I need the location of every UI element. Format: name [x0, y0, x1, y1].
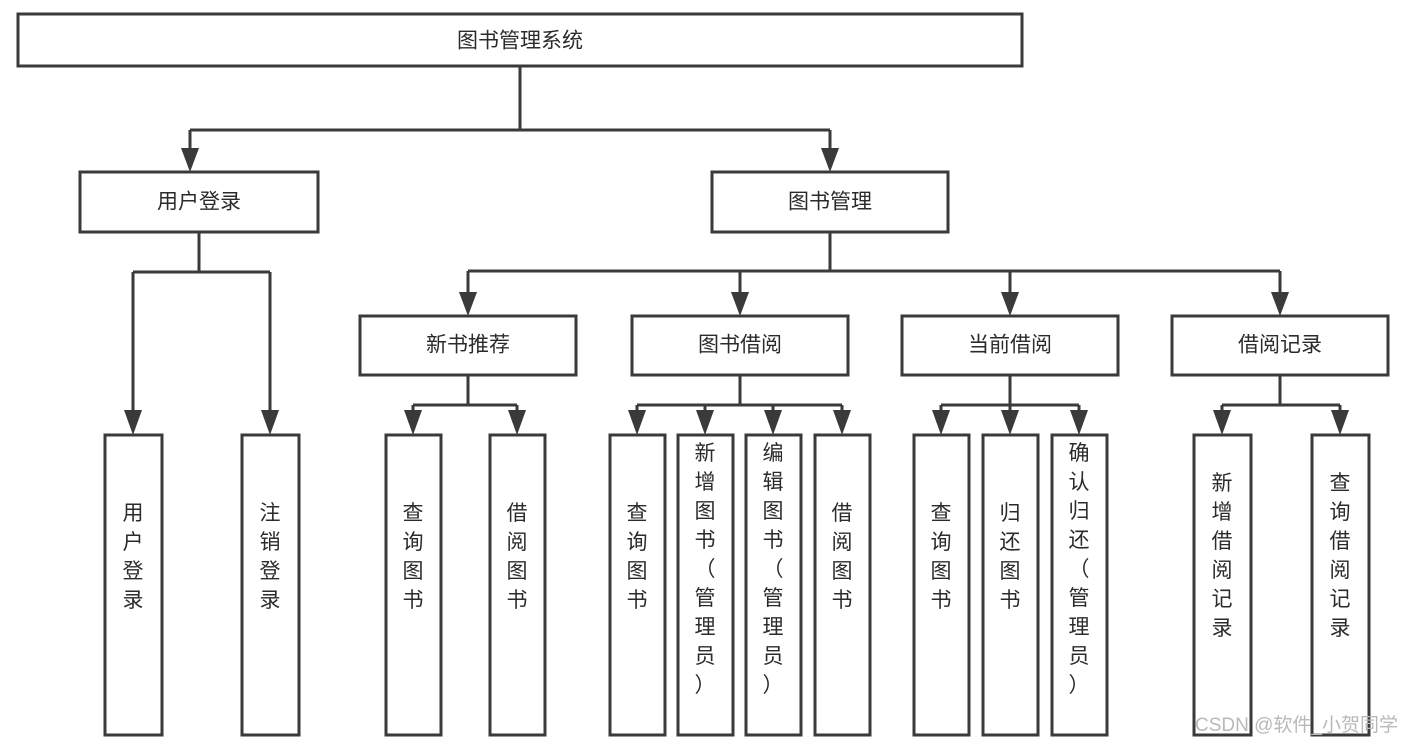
arrow-head-leaf-query-borrow-record [1331, 410, 1349, 435]
connector-group-book-borrow [628, 375, 851, 435]
node-leaf-borrow-book-1-label: 借阅图书 [507, 502, 528, 612]
connector-group-root [181, 66, 839, 172]
arrow-head-book-borrow [731, 292, 749, 316]
node-leaf-return-book-box[interactable] [981, 433, 1040, 737]
arrow-head-leaf-edit-book [764, 410, 782, 435]
node-leaf-logout[interactable]: 注销登录 [240, 433, 301, 737]
arrow-head-leaf-return-book [1001, 410, 1019, 435]
node-book-borrow-label: 图书借阅 [698, 334, 782, 357]
node-leaf-user-login-box[interactable] [103, 433, 164, 737]
node-new-book-recommend-box[interactable] [358, 314, 578, 377]
connector-group-new-book-recommend [404, 375, 526, 435]
node-leaf-add-book[interactable]: 新增图书（管理员） [676, 433, 735, 737]
node-book-borrow-box[interactable] [630, 314, 850, 377]
node-leaf-return-book-label: 归还图书 [1000, 502, 1021, 612]
node-current-borrow-box[interactable] [900, 314, 1120, 377]
node-root-box[interactable] [16, 12, 1024, 68]
node-leaf-add-book-box[interactable] [676, 433, 735, 737]
node-leaf-query-borrow-record[interactable]: 查询借阅记录 [1310, 433, 1371, 737]
node-new-book-recommend[interactable]: 新书推荐 [358, 314, 578, 377]
node-leaf-user-login[interactable]: 用户登录 [103, 433, 164, 737]
node-leaf-user-login-label: 用户登录 [123, 502, 144, 612]
node-leaf-query-book-3-label: 查询图书 [931, 502, 952, 612]
arrow-head-leaf-query-book-3 [932, 410, 950, 435]
arrow-head-current-borrow [1001, 292, 1019, 316]
arrow-head-user-login [181, 148, 199, 172]
node-leaf-confirm-return-label: 确认归还（管理员） [1069, 442, 1090, 697]
node-leaf-borrow-book-2[interactable]: 借阅图书 [813, 433, 872, 737]
connector-group-book-manage [459, 232, 1289, 316]
node-leaf-borrow-book-2-box[interactable] [813, 433, 872, 737]
connector-group-user-login [124, 232, 279, 435]
node-leaf-add-borrow-record[interactable]: 新增借阅记录 [1192, 433, 1253, 737]
node-leaf-query-book-3-box[interactable] [912, 433, 971, 737]
node-new-book-recommend-label: 新书推荐 [426, 334, 510, 357]
node-borrow-record-box[interactable] [1170, 314, 1390, 377]
node-current-borrow[interactable]: 当前借阅 [900, 314, 1120, 377]
arrow-head-leaf-borrow-book-2 [833, 410, 851, 435]
node-user-login-label: 用户登录 [157, 191, 241, 214]
node-root[interactable]: 图书管理系统 [16, 12, 1024, 68]
arrow-head-leaf-confirm-return [1070, 410, 1088, 435]
node-leaf-borrow-book-1[interactable]: 借阅图书 [488, 433, 547, 737]
node-leaf-edit-book[interactable]: 编辑图书（管理员） [744, 433, 803, 737]
node-user-login[interactable]: 用户登录 [78, 170, 320, 234]
node-leaf-query-book-1-box[interactable] [384, 433, 443, 737]
node-leaf-query-book-1[interactable]: 查询图书 [384, 433, 443, 737]
node-leaf-query-book-2[interactable]: 查询图书 [608, 433, 667, 737]
node-root-label: 图书管理系统 [457, 30, 583, 53]
node-current-borrow-label: 当前借阅 [968, 334, 1052, 357]
node-leaf-add-book-label: 新增图书（管理员） [695, 442, 716, 697]
node-book-manage-label: 图书管理 [788, 191, 872, 214]
node-leaf-add-borrow-record-label: 新增借阅记录 [1212, 472, 1233, 640]
node-book-manage[interactable]: 图书管理 [710, 170, 950, 234]
node-book-manage-box[interactable] [710, 170, 950, 234]
arrow-head-leaf-borrow-book-1 [508, 410, 526, 435]
arrow-head-leaf-query-book-1 [404, 410, 422, 435]
node-leaf-return-book[interactable]: 归还图书 [981, 433, 1040, 737]
arrow-head-leaf-add-book [696, 410, 714, 435]
arrow-head-leaf-add-borrow-record [1213, 410, 1231, 435]
connector-group-current-borrow [932, 375, 1088, 435]
node-leaf-logout-label: 注销登录 [260, 502, 281, 612]
arrow-head-leaf-logout [261, 410, 279, 435]
node-leaf-confirm-return[interactable]: 确认归还（管理员） [1050, 433, 1109, 737]
arrow-head-new-book-recommend [459, 292, 477, 316]
connector-group-borrow-record [1213, 375, 1349, 435]
node-leaf-edit-book-box[interactable] [744, 433, 803, 737]
node-borrow-record[interactable]: 借阅记录 [1170, 314, 1390, 377]
node-leaf-borrow-book-2-label: 借阅图书 [832, 502, 853, 612]
node-leaf-query-borrow-record-label: 查询借阅记录 [1330, 472, 1351, 640]
csdn-watermark: CSDN @软件_小贺同学 [1195, 714, 1398, 736]
node-leaf-query-book-3[interactable]: 查询图书 [912, 433, 971, 737]
node-leaf-borrow-book-1-box[interactable] [488, 433, 547, 737]
node-leaf-edit-book-label: 编辑图书（管理员） [763, 442, 784, 697]
arrow-head-book-manage [821, 148, 839, 172]
node-book-borrow[interactable]: 图书借阅 [630, 314, 850, 377]
node-leaf-query-book-1-label: 查询图书 [403, 502, 424, 612]
arrow-head-borrow-record [1271, 292, 1289, 316]
node-borrow-record-label: 借阅记录 [1238, 334, 1322, 357]
node-leaf-logout-box[interactable] [240, 433, 301, 737]
node-user-login-box[interactable] [78, 170, 320, 234]
arrow-head-leaf-query-book-2 [628, 410, 646, 435]
node-leaf-query-borrow-record-box[interactable] [1310, 433, 1371, 737]
node-leaf-confirm-return-box[interactable] [1050, 433, 1109, 737]
node-leaf-query-book-2-label: 查询图书 [627, 502, 648, 612]
node-leaf-add-borrow-record-box[interactable] [1192, 433, 1253, 737]
arrow-head-leaf-user-login [124, 410, 142, 435]
node-leaf-query-book-2-box[interactable] [608, 433, 667, 737]
